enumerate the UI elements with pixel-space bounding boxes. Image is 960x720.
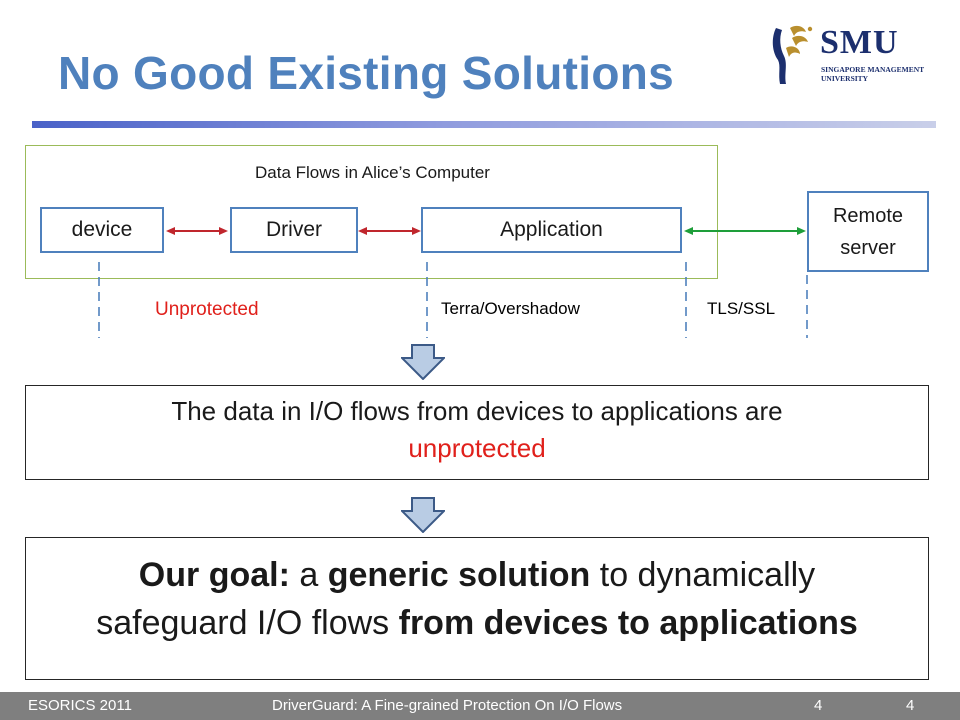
device-node: device [40,207,164,253]
remote-label-line1: Remote [832,204,904,227]
problem-statement: The data in I/O flows from devices to ap… [25,385,929,480]
logo-subtitle-line2: UNIVERSITY [821,74,869,83]
problem-highlight: unprotected [408,433,546,463]
logo-subtitle: SINGAPORE MANAGEMENT UNIVERSITY [821,65,924,83]
smu-logo: SMU SINGAPORE MANAGEMENT UNIVERSITY [766,16,942,92]
footer-conference: ESORICS 2011 [28,697,132,714]
smu-emblem-icon [772,25,813,84]
device-label: device [71,218,133,241]
logo-wordmark: SMU [820,24,899,61]
footer-slide-number: 4 [906,697,915,714]
unprotected-zone-label: Unprotected [155,299,259,320]
goal-scope: from devices to applications [398,604,858,642]
logo-subtitle-line1: SINGAPORE MANAGEMENT [821,65,925,74]
application-label: Application [500,218,603,241]
driver-label: Driver [266,218,322,241]
remote-server-label: Remote server [833,200,903,264]
goal-text-c: safeguard I/O flows [96,604,399,642]
remote-label-line2: server [840,236,896,259]
goal-text-b: to dynamically [590,556,816,594]
problem-line1: The data in I/O flows from devices to ap… [171,396,783,426]
goal-line1: Our goal: a generic solution to dynamica… [26,551,928,599]
driver-node: Driver [230,207,358,253]
title-underline [32,121,936,128]
footer-paper-title: DriverGuard: A Fine-grained Protection O… [272,697,623,714]
terra-overshadow-label: Terra/Overshadow [441,299,580,318]
goal-lead: Our goal: [138,556,290,594]
tls-ssl-label: TLS/SSL [707,299,776,318]
slide-title: No Good Existing Solutions [58,47,674,99]
goal-line2: safeguard I/O flows from devices to appl… [26,599,928,647]
slide-footer: ESORICS 2011 DriverGuard: A Fine-grained… [0,692,960,720]
goal-statement: Our goal: a generic solution to dynamica… [25,537,929,680]
alice-computer-boundary: Data Flows in Alice’s Computer [25,145,718,279]
computer-label: Data Flows in Alice’s Computer [255,163,490,182]
remote-server-node: Remote server [807,191,929,272]
footer-slide-number: 4 [814,697,823,714]
application-node: Application [421,207,682,253]
down-arrow-icon [401,344,445,380]
down-arrow-icon [401,497,445,533]
goal-generic: generic solution [327,556,591,594]
goal-text-a: a [289,556,328,594]
